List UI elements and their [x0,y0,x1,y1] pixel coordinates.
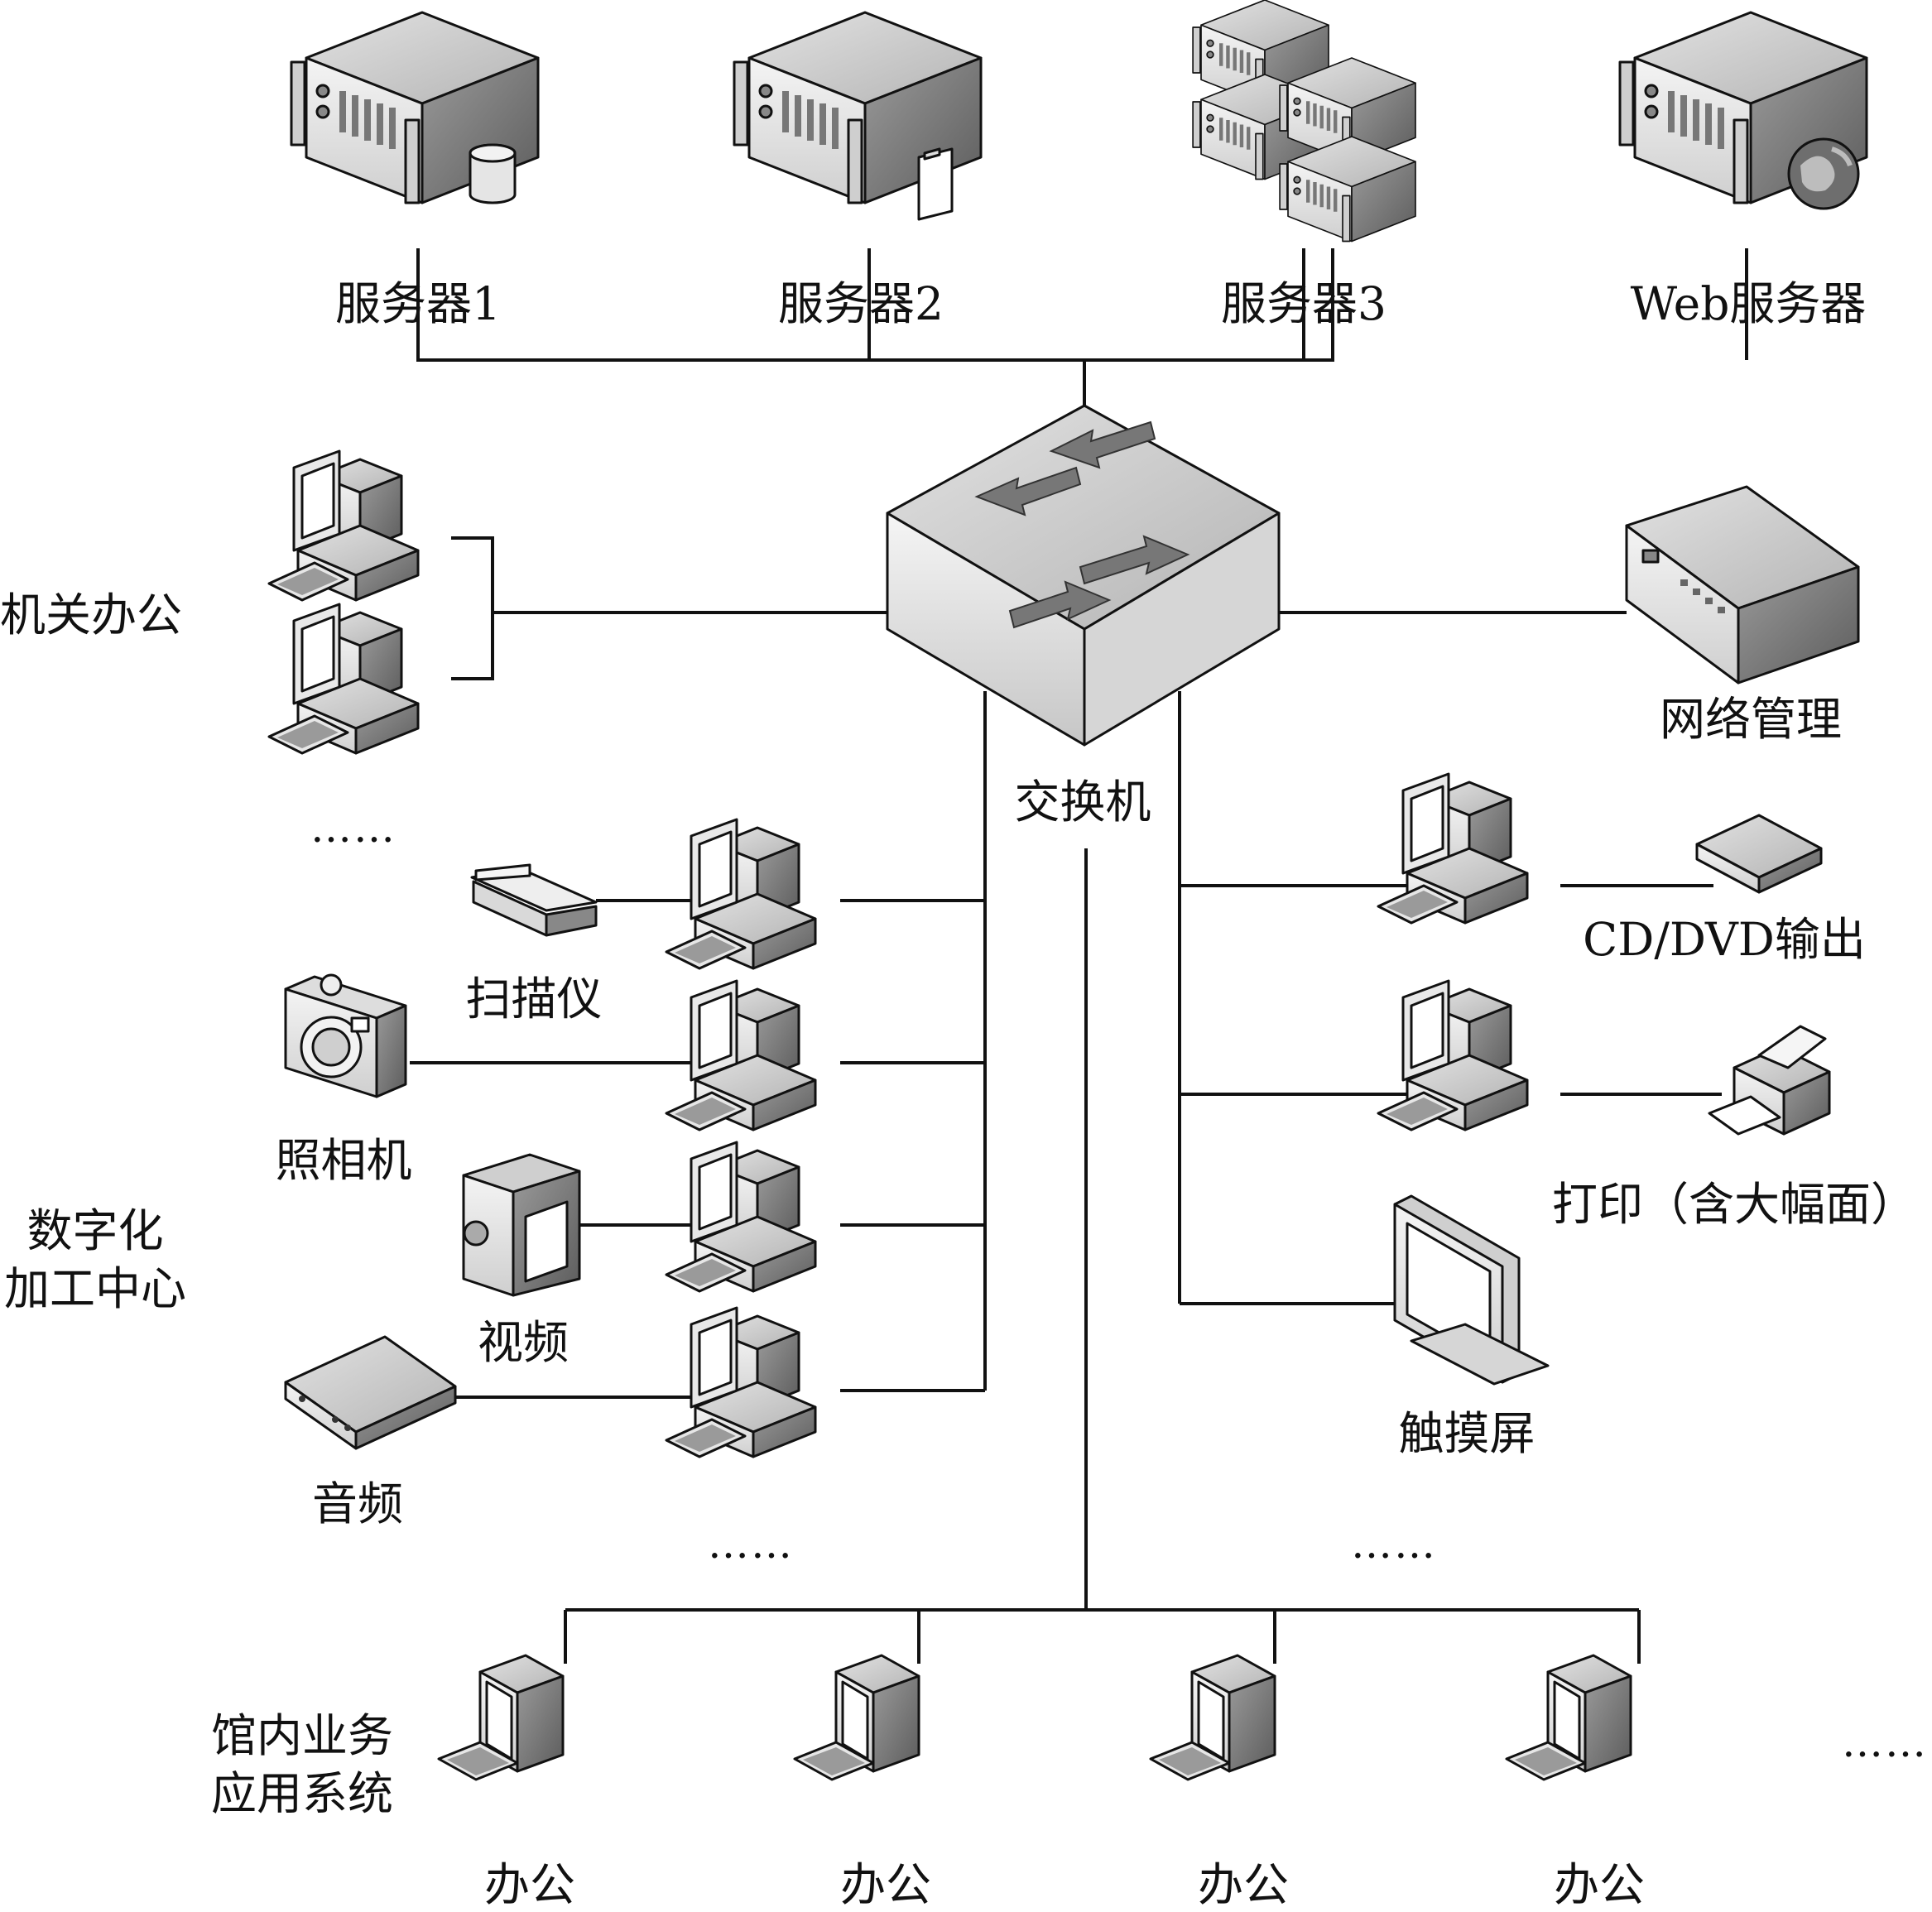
camera-icon [284,973,407,1098]
admin-pc-1-icon [267,449,420,602]
web-server-icon [1618,11,1868,210]
server-1-label: 服务器1 [335,277,501,330]
scanner-icon [470,863,598,937]
server-2-label: 服务器2 [778,277,944,330]
admin-more-ellipsis: …… [310,804,396,852]
internal-systems-label-line2: 应用系统 [210,1767,394,1820]
digitization-center-label-line1: 数字化 [26,1204,164,1257]
digitization-more-ellipsis: …… [708,1520,794,1568]
server-1-icon [290,11,540,204]
touchscreen-label: 触摸屏 [1398,1407,1536,1460]
bottom-more-ellipsis: …… [1842,1718,1928,1766]
digitization-pc-3-icon [665,1141,817,1293]
admin-pc-2-icon [267,603,420,755]
audio-device-icon [284,1335,457,1450]
arrow-right-icon [1008,580,1112,629]
arrow-left-icon [1049,420,1156,469]
arrow-right-icon [1079,535,1190,585]
cd-output-pc-icon [1377,772,1529,925]
office-terminal-2-icon [793,1654,920,1781]
office-1-label: 办公 [483,1858,576,1911]
touchscreen-icon [1393,1194,1550,1386]
switch-icon [886,404,1281,747]
scanner-label: 扫描仪 [465,973,603,1026]
video-label: 视频 [477,1316,570,1369]
printer-icon [1708,1025,1831,1136]
printer-pc-icon [1377,979,1529,1131]
camera-label: 照相机 [275,1134,412,1187]
server-3-label: 服务器3 [1221,277,1387,330]
arrow-left-icon [974,466,1082,516]
server-3-icon [1192,0,1416,243]
office-3-label: 办公 [1197,1858,1290,1911]
video-camera-icon [462,1153,581,1297]
admin-office-label: 机关办公 [0,588,183,641]
server-2-icon [733,11,983,221]
cd-dvd-output-label: CD/DVD输出 [1583,913,1866,966]
switch-label: 交换机 [1014,776,1151,829]
network-management-icon [1625,485,1860,685]
network-management-label: 网络管理 [1659,693,1843,746]
audio-label: 音频 [311,1477,404,1530]
digitization-pc-1-icon [665,818,817,970]
internal-systems-label-line1: 馆内业务 [210,1709,394,1762]
office-terminal-1-icon [437,1654,565,1781]
office-terminal-4-icon [1505,1654,1632,1781]
digitization-pc-4-icon [665,1306,817,1458]
cd-dvd-drive-icon [1695,814,1823,894]
office-terminal-3-icon [1149,1654,1276,1781]
digitization-pc-2-icon [665,979,817,1131]
digitization-center-label-line2: 加工中心 [3,1262,187,1315]
right-more-ellipsis: …… [1351,1520,1437,1568]
web-server-label: Web服务器 [1630,277,1867,330]
office-2-label: 办公 [839,1858,932,1911]
printer-label: 打印（含大幅面） [1551,1178,1917,1231]
office-4-label: 办公 [1553,1858,1646,1911]
